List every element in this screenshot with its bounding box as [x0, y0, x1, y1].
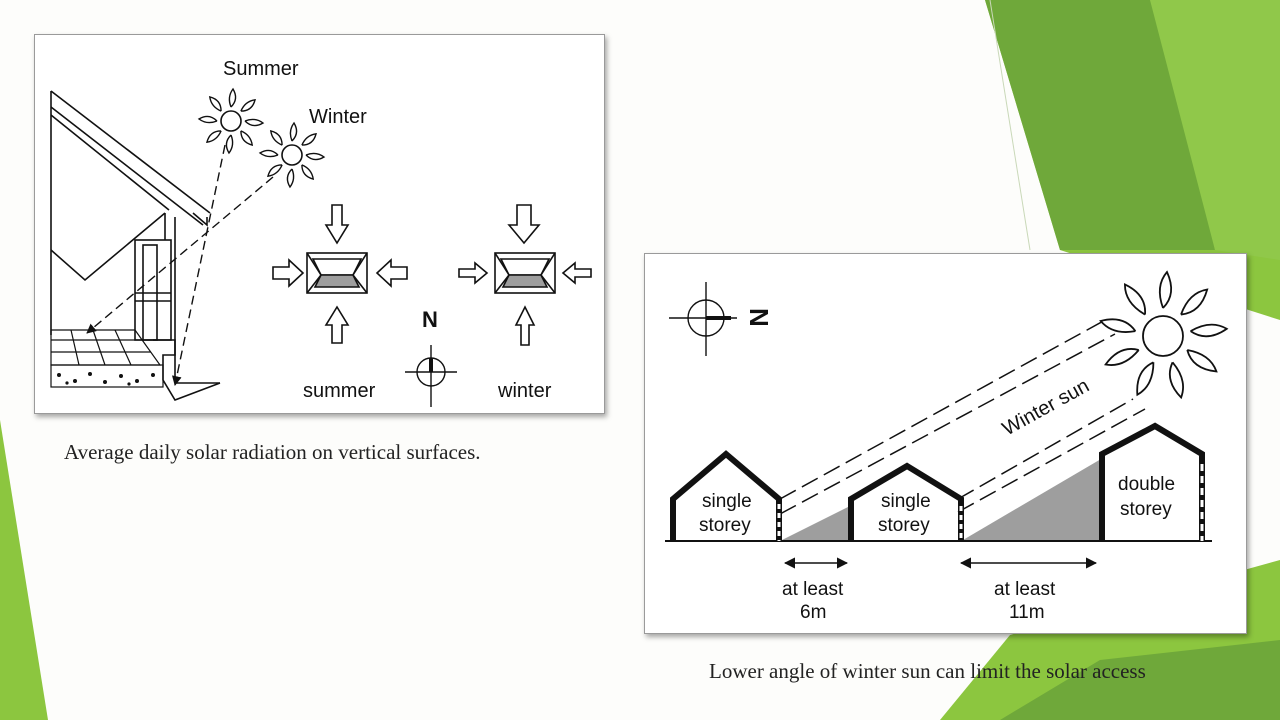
shadow-area-2: [963, 459, 1101, 540]
bg-divider-line: [989, 0, 1031, 251]
winter-sun-icon: [259, 122, 325, 188]
bg-green-left-strip: [0, 420, 48, 720]
gap2-label-line1: at least: [994, 579, 1056, 600]
house-single-storey-1: [670, 450, 782, 541]
house3-label-line2: storey: [1120, 499, 1172, 520]
north-compass-icon: [405, 345, 457, 407]
north-compass-icon: [669, 282, 737, 356]
winter-sun-icon: [1099, 270, 1229, 400]
caption-solar-radiation: Average daily solar radiation on vertica…: [64, 440, 481, 464]
bg-green-facet-light-2: [1150, 0, 1280, 260]
gap2-label-line2: 11m: [1009, 602, 1045, 623]
north-label: N: [744, 308, 774, 327]
winter-sun-spacing-svg: N Winter sun: [665, 270, 1229, 623]
winter-sun-label: Winter: [309, 106, 367, 128]
bg-green-facet-mid: [985, 0, 1215, 250]
house3-label-line1: double: [1118, 474, 1175, 495]
building-section: [50, 90, 221, 401]
winter-label: winter: [497, 380, 552, 402]
bg-green-facet-bottom-dark: [1000, 640, 1280, 720]
gap1-label-line1: at least: [782, 579, 844, 600]
solar-radiation-diagram-svg: Summer Winter summer: [50, 58, 592, 407]
solar-radiation-diagram: Summer Winter summer: [34, 34, 605, 414]
house1-label-line1: single: [702, 491, 752, 512]
summer-window-diagram: [272, 204, 408, 344]
house-double-storey: [1099, 422, 1205, 541]
floor-tiles: [50, 329, 164, 388]
house2-label-line2: storey: [878, 515, 930, 536]
summer-sun-label: Summer: [223, 58, 299, 80]
winter-sun-rays: [779, 318, 1146, 515]
winter-window-diagram: [458, 204, 592, 346]
winter-sun-spacing-diagram: N Winter sun: [644, 253, 1247, 634]
house1-label-line2: storey: [699, 515, 751, 536]
house-single-storey-2: [848, 462, 964, 541]
north-label: N: [422, 307, 438, 332]
floor-gravel: [57, 372, 155, 386]
gap1-label-line2: 6m: [800, 602, 826, 623]
summer-label: summer: [303, 380, 376, 402]
caption-winter-sun: Lower angle of winter sun can limit the …: [709, 659, 1146, 683]
sun-rays: [86, 144, 274, 386]
shadow-area-1: [782, 506, 850, 540]
house2-label-line1: single: [881, 491, 931, 512]
summer-sun-icon: [198, 88, 264, 154]
